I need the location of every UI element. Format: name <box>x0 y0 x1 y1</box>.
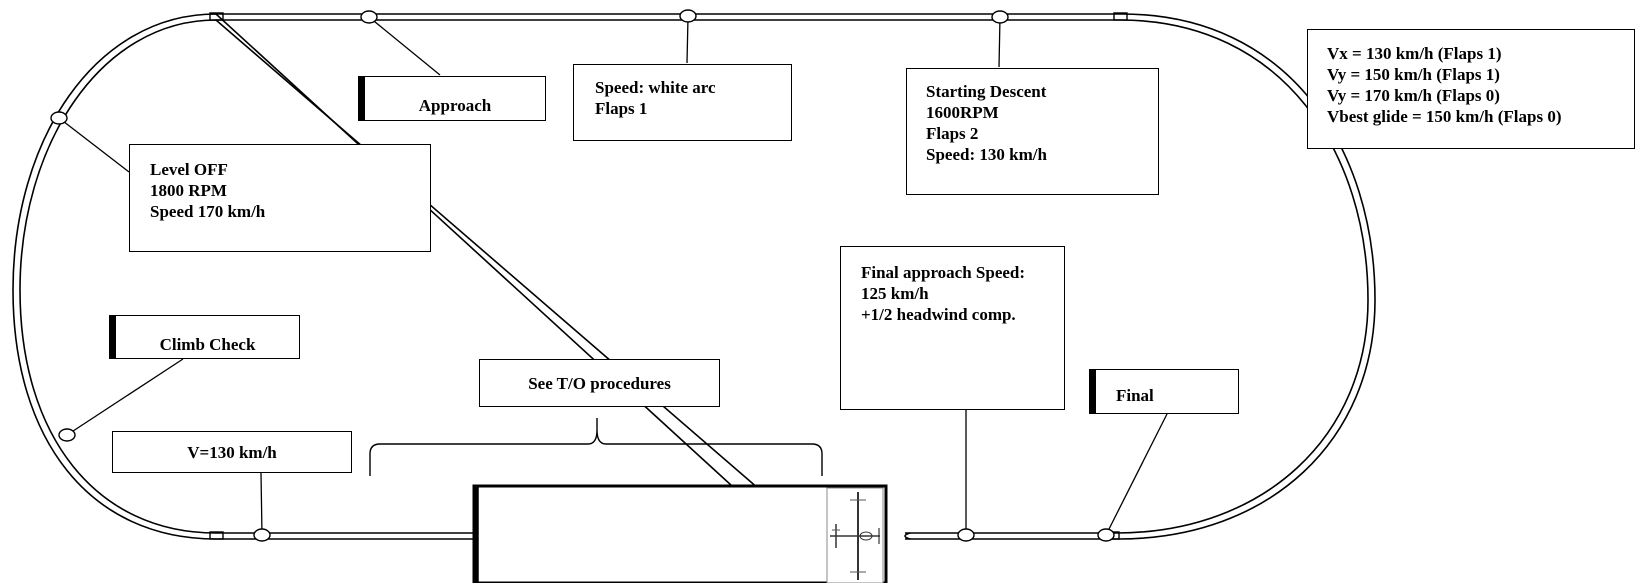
climb-check-box: Climb Check <box>109 315 300 359</box>
speeds-line-1: Vx = 130 km/h (Flaps 1) <box>1327 44 1502 63</box>
final-approach-line-3: +1/2 headwind comp. <box>861 305 1016 324</box>
circuit-tab-top-right <box>1113 12 1128 21</box>
waypoint-circle <box>957 528 975 542</box>
speed-white-arc-box: Speed: white arc Flaps 1 <box>573 64 792 141</box>
to-procedures-bracket <box>369 418 823 476</box>
waypoints <box>50 9 1115 542</box>
leader-final <box>1105 413 1168 536</box>
circuit-inner-line <box>19 19 1369 534</box>
level-off-line-2: 1800 RPM <box>150 181 227 200</box>
final-approach-line-2: 125 km/h <box>861 284 929 303</box>
final-approach-box: Final approach Speed: 125 km/h +1/2 head… <box>840 246 1065 410</box>
airplane-icon <box>826 487 884 583</box>
leader-level-off <box>58 117 130 173</box>
starting-descent-box: Starting Descent 1600RPM Flaps 2 Speed: … <box>906 68 1159 195</box>
leader-speed-white <box>686 16 689 64</box>
leader-lines <box>58 16 1168 536</box>
waypoint-circle <box>253 528 271 542</box>
climb-check-label: Climb Check <box>159 335 256 354</box>
traffic-pattern-circuit <box>12 12 1376 540</box>
waypoint-circle <box>360 10 378 24</box>
approach-label: Approach <box>418 96 492 115</box>
descent-line-2: 1600RPM <box>926 103 999 122</box>
speeds-line-3: Vy = 170 km/h (Flaps 0) <box>1327 86 1500 105</box>
level-off-line-1: Level OFF <box>150 160 228 179</box>
descent-line-4: Speed: 130 km/h <box>926 145 1047 164</box>
level-off-line-3: Speed 170 km/h <box>150 202 266 221</box>
runway-icon <box>472 484 888 583</box>
waypoint-circle <box>679 9 697 23</box>
runway-rectangle <box>472 484 888 583</box>
level-off-box: Level OFF 1800 RPM Speed 170 km/h <box>129 144 431 252</box>
waypoint-circle <box>58 428 76 442</box>
leader-descent <box>998 16 1001 68</box>
right-segment-start-cap <box>904 532 911 540</box>
v130-label: V=130 km/h <box>187 442 277 462</box>
descent-line-3: Flaps 2 <box>926 124 979 143</box>
to-procedures-box: See T/O procedures <box>479 359 720 407</box>
waypoint-circle <box>50 111 68 125</box>
speed-white-arc-line-2: Flaps 1 <box>595 99 648 118</box>
speed-white-arc-line-1: Speed: white arc <box>595 78 716 97</box>
leader-climb-check <box>66 358 184 436</box>
waypoint-circle <box>991 10 1009 24</box>
circuit-tab-top-left <box>209 12 224 21</box>
speeds-line-4: Vbest glide = 150 km/h (Flaps 0) <box>1327 107 1562 126</box>
final-approach-line-1: Final approach Speed: <box>861 263 1026 282</box>
leader-approach <box>368 16 441 76</box>
speeds-reference-box: Vx = 130 km/h (Flaps 1) Vy = 150 km/h (F… <box>1307 29 1635 149</box>
descent-line-1: Starting Descent <box>926 82 1047 101</box>
waypoint-circle <box>1097 528 1115 542</box>
leader-v130 <box>260 472 263 536</box>
approach-box: Approach <box>358 76 546 121</box>
to-procedures-label: See T/O procedures <box>528 373 671 393</box>
final-label: Final <box>1116 386 1154 405</box>
circuit-tab-bottom-left <box>209 531 224 540</box>
airplane-cockpit <box>859 531 873 541</box>
final-box: Final <box>1089 369 1239 414</box>
circuit-outer-line <box>12 13 1376 540</box>
speeds-line-2: Vy = 150 km/h (Flaps 1) <box>1327 65 1500 84</box>
v130-box: V=130 km/h <box>112 431 352 473</box>
